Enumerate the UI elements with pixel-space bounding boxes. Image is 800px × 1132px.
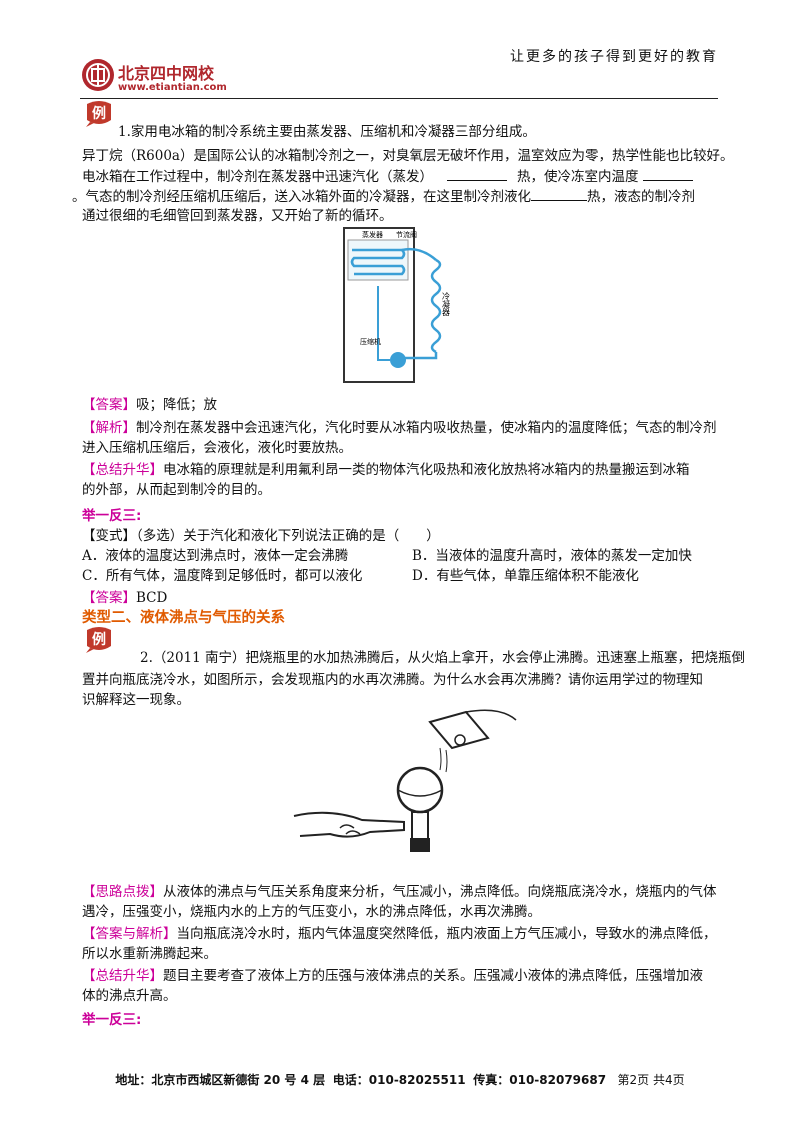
footer: 地址：北京市西城区新德街 20 号 4 层 电话：010-82025511 传真…: [0, 1071, 800, 1088]
q2-summary-tag: 【总结升华】: [82, 968, 163, 984]
practice1-answer-tag: 【答案】: [82, 590, 136, 606]
footer-page: 第2页 共4页: [617, 1073, 685, 1087]
practice1-title: 举一反三:: [82, 508, 142, 524]
header-slogan: 让更多的孩子得到更好的教育: [510, 49, 718, 65]
example-badge-label-2: 例: [92, 631, 106, 648]
q2-answer-text-1: 当向瓶底浇冷水时，瓶内气体温度突然降低，瓶内液面上方气压减小，导致水的沸点降低，: [176, 926, 717, 942]
q1-summary-2: 的外部，从而起到制冷的目的。: [82, 482, 271, 498]
hand-shape: [293, 811, 405, 838]
label-valve: 节流阀: [396, 230, 417, 239]
compressor-shape: [390, 352, 406, 368]
q2-line2: 置并向瓶底浇冷水，如图所示，会发现瓶内的水再次沸腾。为什么水会再次沸腾？请你运用…: [82, 672, 703, 688]
q2-answer-2: 所以水重新沸腾起来。: [82, 946, 217, 962]
q1-line4: 。气态的制冷剂经压缩机压缩后，送入冰箱外面的冷凝器，在这里制冷剂液化 热，液态的制…: [72, 186, 695, 207]
answer-tag: 【答案】: [82, 397, 136, 413]
q1-line4b: 热，液态的制冷剂: [587, 189, 695, 205]
footer-phone: 电话：010-82025511: [332, 1073, 466, 1087]
q1-line2: 异丁烷（R600a）是国际公认的冰箱制冷剂之一，对臭氧层无破坏作用，温室效应为零…: [82, 148, 734, 164]
header-divider: [80, 98, 718, 99]
footer-fax: 传真：010-82079687: [473, 1073, 607, 1087]
label-evaporator: 蒸发器: [362, 230, 383, 239]
practice1-stem: 【变式】（多选）关于汽化和液化下列说法正确的是（ ）: [82, 528, 440, 544]
q2-summary-2: 体的沸点升高。: [82, 988, 177, 1004]
logo-text: 北京四中网校: [118, 64, 215, 83]
q2-summary-text-1: 题目主要考查了液体上方的压强与液体沸点的关系。压强减小液体的沸点降低，压强增加液: [163, 968, 703, 984]
practice1-opt-d: D．有些气体，单靠压缩体积不能液化: [412, 568, 639, 584]
q2-answer-tag: 【答案与解析】: [82, 926, 177, 942]
label-condenser: 冷凝器: [442, 291, 451, 317]
flask-stopper: [410, 838, 430, 852]
practice1-opt-c: C．所有气体，温度降到足够低时，都可以液化: [82, 568, 363, 584]
q2-answer-1: 【答案与解析】当向瓶底浇冷水时，瓶内气体温度突然降低，瓶内液面上方气压减小，导致…: [82, 924, 717, 944]
q1-analysis-1: 【解析】制冷剂在蒸发器中会迅速汽化，汽化时要从冰箱内吸收热量，使冰箱内的温度降低…: [82, 418, 717, 438]
fridge-diagram: 蒸发器 节流阀 冷凝器 压缩机: [343, 227, 451, 383]
beaker-shape: [428, 710, 490, 750]
q1-line4a: 。气态的制冷剂经压缩机压缩后，送入冰箱外面的冷凝器，在这里制冷剂液化: [72, 189, 531, 205]
fridge-body: [343, 227, 415, 383]
logo-url[interactable]: www.etiantian.com: [118, 82, 227, 93]
blank-2[interactable]: [642, 166, 693, 181]
q1-analysis-text-1: 制冷剂在蒸发器中会迅速汽化，汽化时要从冰箱内吸收热量，使冰箱内的温度降低；气态的…: [136, 420, 717, 436]
summary-tag: 【总结升华】: [82, 462, 163, 478]
q1-line1: 1.家用电冰箱的制冷系统主要由蒸发器、压缩机和冷凝器三部分组成。: [118, 124, 536, 140]
analysis-tag: 【解析】: [82, 420, 136, 436]
section2-title: 类型二、液体沸点与气压的关系: [82, 610, 285, 626]
q1-analysis-2: 进入压缩机压缩后，会液化，液化时要放热。: [82, 440, 352, 456]
q2-summary-1: 【总结升华】题目主要考查了液体上方的压强与液体沸点的关系。压强减小液体的沸点降低…: [82, 966, 703, 986]
practice2-title: 举一反三:: [82, 1012, 142, 1028]
logo-emblem-icon: [82, 59, 114, 91]
q2-line1: 2.（2011 南宁）把烧瓶里的水加热沸腾后，从火焰上拿开，水会停止沸腾。迅速塞…: [140, 650, 746, 666]
evaporator-coil: [350, 248, 406, 276]
q2-hint-text-1: 从液体的沸点与气压关系角度来分析，气压减小，沸点降低。向烧瓶底浇冷水，烧瓶内的气…: [163, 884, 717, 900]
q2-hint-1: 【思路点拨】从液体的沸点与气压关系角度来分析，气压减小，沸点降低。向烧瓶底浇冷水…: [82, 882, 717, 902]
q2-line3: 识解释这一现象。: [82, 692, 190, 708]
q1-answer-text: 吸；降低；放: [136, 397, 217, 413]
practice1-answer-text: BCD: [136, 590, 168, 606]
q1-summary-1: 【总结升华】电冰箱的原理就是利用氟利昂一类的物体汽化吸热和液化放热将冰箱内的热量…: [82, 460, 690, 480]
q1-line3b: 热，使冷冻室内温度: [517, 169, 639, 185]
footer-address: 地址：北京市西城区新德街 20 号 4 层: [115, 1073, 326, 1087]
label-compressor: 压缩机: [360, 337, 381, 346]
flask-bulb: [396, 766, 444, 814]
flask-diagram: [293, 709, 517, 852]
blank-3[interactable]: [531, 186, 587, 201]
blank-1[interactable]: [447, 166, 507, 181]
hint-tag: 【思路点拨】: [82, 884, 163, 900]
q1-line5: 通过很细的毛细管回到蒸发器，又开始了新的循环。: [82, 208, 393, 224]
example-badge-label: 例: [92, 105, 106, 122]
practice1-opt-b: B．当液体的温度升高时，液体的蒸发一定加快: [412, 548, 692, 564]
example-badge-icon: 例: [86, 101, 111, 127]
practice1-answer: 【答案】BCD: [82, 588, 167, 608]
condenser-coil: [430, 258, 442, 354]
q1-line3a: 电冰箱在工作过程中，制冷剂在蒸发器中迅速汽化（蒸发）: [82, 169, 433, 185]
q1-line3: 电冰箱在工作过程中，制冷剂在蒸发器中迅速汽化（蒸发） 热，使冷冻室内温度: [82, 166, 693, 187]
q1-answer: 【答案】吸；降低；放: [82, 395, 217, 415]
example-badge-icon-2: 例: [86, 627, 111, 653]
q2-hint-2: 遇冷，压强变小，烧瓶内水的上方的气压变小，水的沸点降低，水再次沸腾。: [82, 904, 541, 920]
practice1-opt-a: A．液体的温度达到沸点时，液体一定会沸腾: [82, 548, 349, 564]
q1-summary-text-1: 电冰箱的原理就是利用氟利昂一类的物体汽化吸热和液化放热将冰箱内的热量搬运到冰箱: [163, 462, 690, 478]
